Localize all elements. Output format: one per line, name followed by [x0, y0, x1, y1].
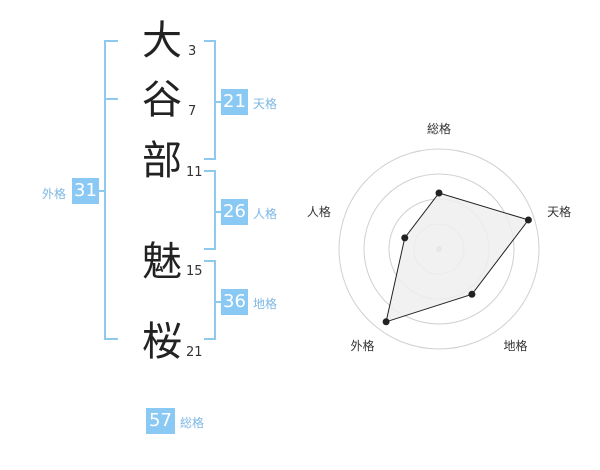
stroke-count-5: 21	[186, 345, 203, 360]
tenkaku-label: 天格	[253, 97, 278, 111]
jinkaku-label: 人格	[253, 207, 278, 221]
chikaku-badge: 36	[221, 289, 248, 315]
stroke-count-4: 15	[186, 264, 203, 279]
soukaku-label: 総格	[180, 416, 205, 430]
name-char-1: 大	[142, 18, 182, 64]
name-char-3: 部	[142, 138, 182, 184]
tenkaku-badge: 21	[221, 89, 248, 115]
stroke-count-3: 11	[186, 165, 203, 180]
chikaku-connector	[214, 301, 222, 303]
jinkaku-bracket	[204, 170, 216, 250]
gaikaku-connector	[98, 190, 106, 192]
gaikaku-badge: 31	[72, 178, 99, 204]
radar-axis-label-1: 総格	[427, 121, 451, 136]
tenkaku-bracket	[204, 40, 216, 160]
chikaku-label: 地格	[253, 297, 278, 311]
radar-points	[382, 189, 532, 326]
radar-axis-label-2: 天格	[547, 204, 571, 219]
name-char-4: 魅	[142, 239, 182, 285]
stroke-count-1: 3	[188, 44, 197, 59]
radar-grid-ring	[363, 173, 515, 325]
radar-axis-label-4: 外格	[350, 338, 374, 353]
radar-axis-label-3: 地格	[504, 338, 528, 353]
chikaku-bracket	[204, 260, 216, 340]
stroke-count-2: 7	[188, 104, 197, 119]
gaikaku-bracket	[104, 40, 118, 340]
radar-point-5	[401, 234, 409, 242]
jinkaku-connector	[214, 211, 222, 213]
radar-axis-label-5: 人格	[307, 204, 331, 219]
name-char-2: 谷	[142, 77, 182, 123]
radar-point-1	[435, 189, 443, 197]
gaikaku-bracket-tick	[104, 98, 118, 100]
soukaku-badge: 57	[146, 408, 175, 434]
name-char-5: 桜	[142, 319, 182, 365]
radar-grid-ring	[338, 148, 540, 350]
tenkaku-connector	[214, 101, 222, 103]
jinkaku-badge: 26	[221, 199, 248, 225]
radar-area	[385, 192, 530, 323]
radar-point-2	[524, 216, 532, 224]
radar-point-3	[468, 290, 476, 298]
gaikaku-label: 外格	[42, 187, 67, 201]
radar-point-4	[382, 318, 390, 326]
